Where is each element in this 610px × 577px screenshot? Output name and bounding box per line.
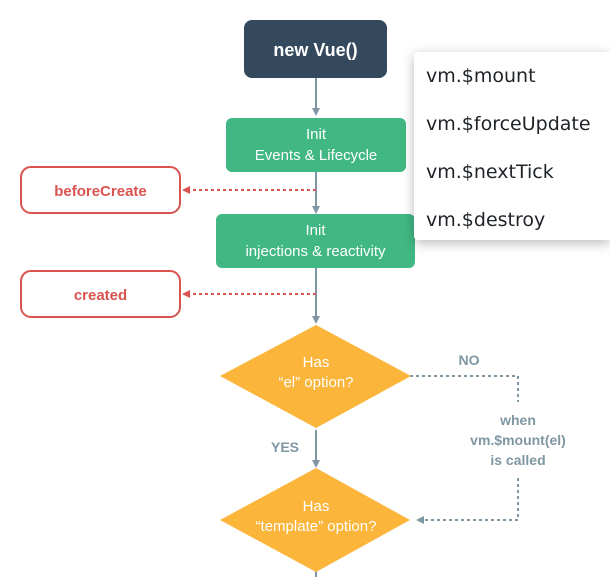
yes-label: YES [271,439,299,455]
when-mount-label-1: when [499,412,536,428]
instance-methods-popup: vm.$mount vm.$forceUpdate vm.$nextTick v… [414,52,610,240]
created-label: created [74,287,127,304]
before-create-hook [20,166,181,214]
new-vue-node [244,20,387,78]
new-vue-label: new Vue() [273,40,357,60]
connector-mount-to-template [416,478,519,524]
when-mount-label-2: vm.$mount(el) [470,432,566,448]
connector-no-branch [410,375,519,402]
has-template-label-2: “template” option? [256,518,377,535]
has-template-decision [220,468,410,572]
has-el-decision [220,325,411,428]
init-injections-label-2: injections & reactivity [245,243,386,260]
popup-item-mount[interactable]: vm.$mount [426,65,536,87]
popup-item-next-tick[interactable]: vm.$nextTick [426,161,554,183]
no-label: NO [459,352,480,368]
created-hook [20,270,181,318]
when-mount-label-3: is called [490,452,545,468]
popup-item-destroy[interactable]: vm.$destroy [426,209,546,231]
init-events-node [226,118,406,172]
init-injections-label-1: Init [305,222,326,239]
init-events-label-1: Init [306,126,327,143]
init-injections-node [216,214,415,268]
before-create-label: beforeCreate [54,183,147,200]
has-template-label-1: Has [303,498,330,515]
has-el-label-2: “el” option? [278,374,353,391]
has-el-label-1: Has [303,354,330,371]
popup-item-force-update[interactable]: vm.$forceUpdate [426,113,591,135]
init-events-label-2: Events & Lifecycle [255,147,378,164]
